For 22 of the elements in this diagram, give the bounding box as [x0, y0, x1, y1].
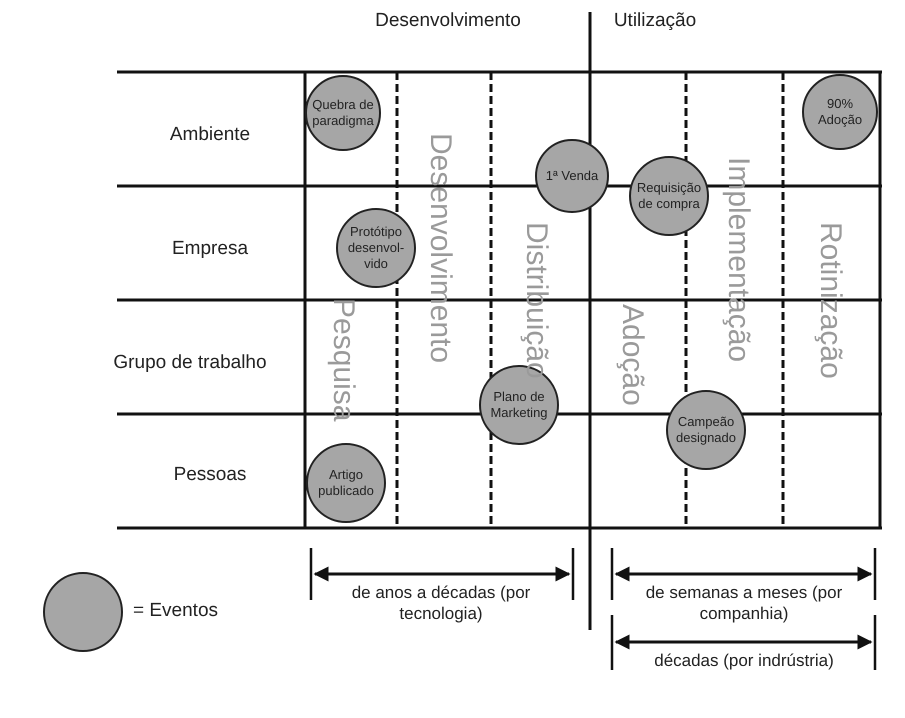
phase-label: Implementação [721, 157, 755, 363]
event-circle: Requisição de compra [629, 156, 709, 236]
phase-label: Rotinização [813, 222, 847, 378]
row-header: Pessoas [172, 464, 248, 486]
event-circle: 90% Adoção [802, 74, 878, 150]
event-circle: 1ª Venda [535, 139, 609, 213]
row-header: Grupo de trabalho [112, 352, 268, 374]
row-header: Ambiente [168, 124, 252, 146]
legend-label: = Eventos [133, 600, 218, 622]
phase-label: Pesquisa [326, 298, 360, 422]
column-header: Desenvolvimento [374, 10, 522, 32]
phase-label: Adoção [615, 304, 649, 406]
event-circle: Campeão designado [666, 390, 746, 470]
phase-label: Desenvolvimento [423, 132, 457, 364]
dimension-label: de anos a décadas (por tecnologia) [350, 582, 532, 624]
event-circle: Protótipo desenvol-vido [336, 208, 416, 288]
dimension-label: de semanas a meses (por companhia) [644, 582, 844, 624]
row-header: Empresa [170, 238, 250, 260]
event-circle: Artigo publicado [306, 443, 386, 523]
column-header: Utilização [612, 10, 698, 32]
event-circle: Quebra de paradigma [305, 75, 381, 151]
dimension-label: décadas (por indrústria) [653, 650, 835, 671]
